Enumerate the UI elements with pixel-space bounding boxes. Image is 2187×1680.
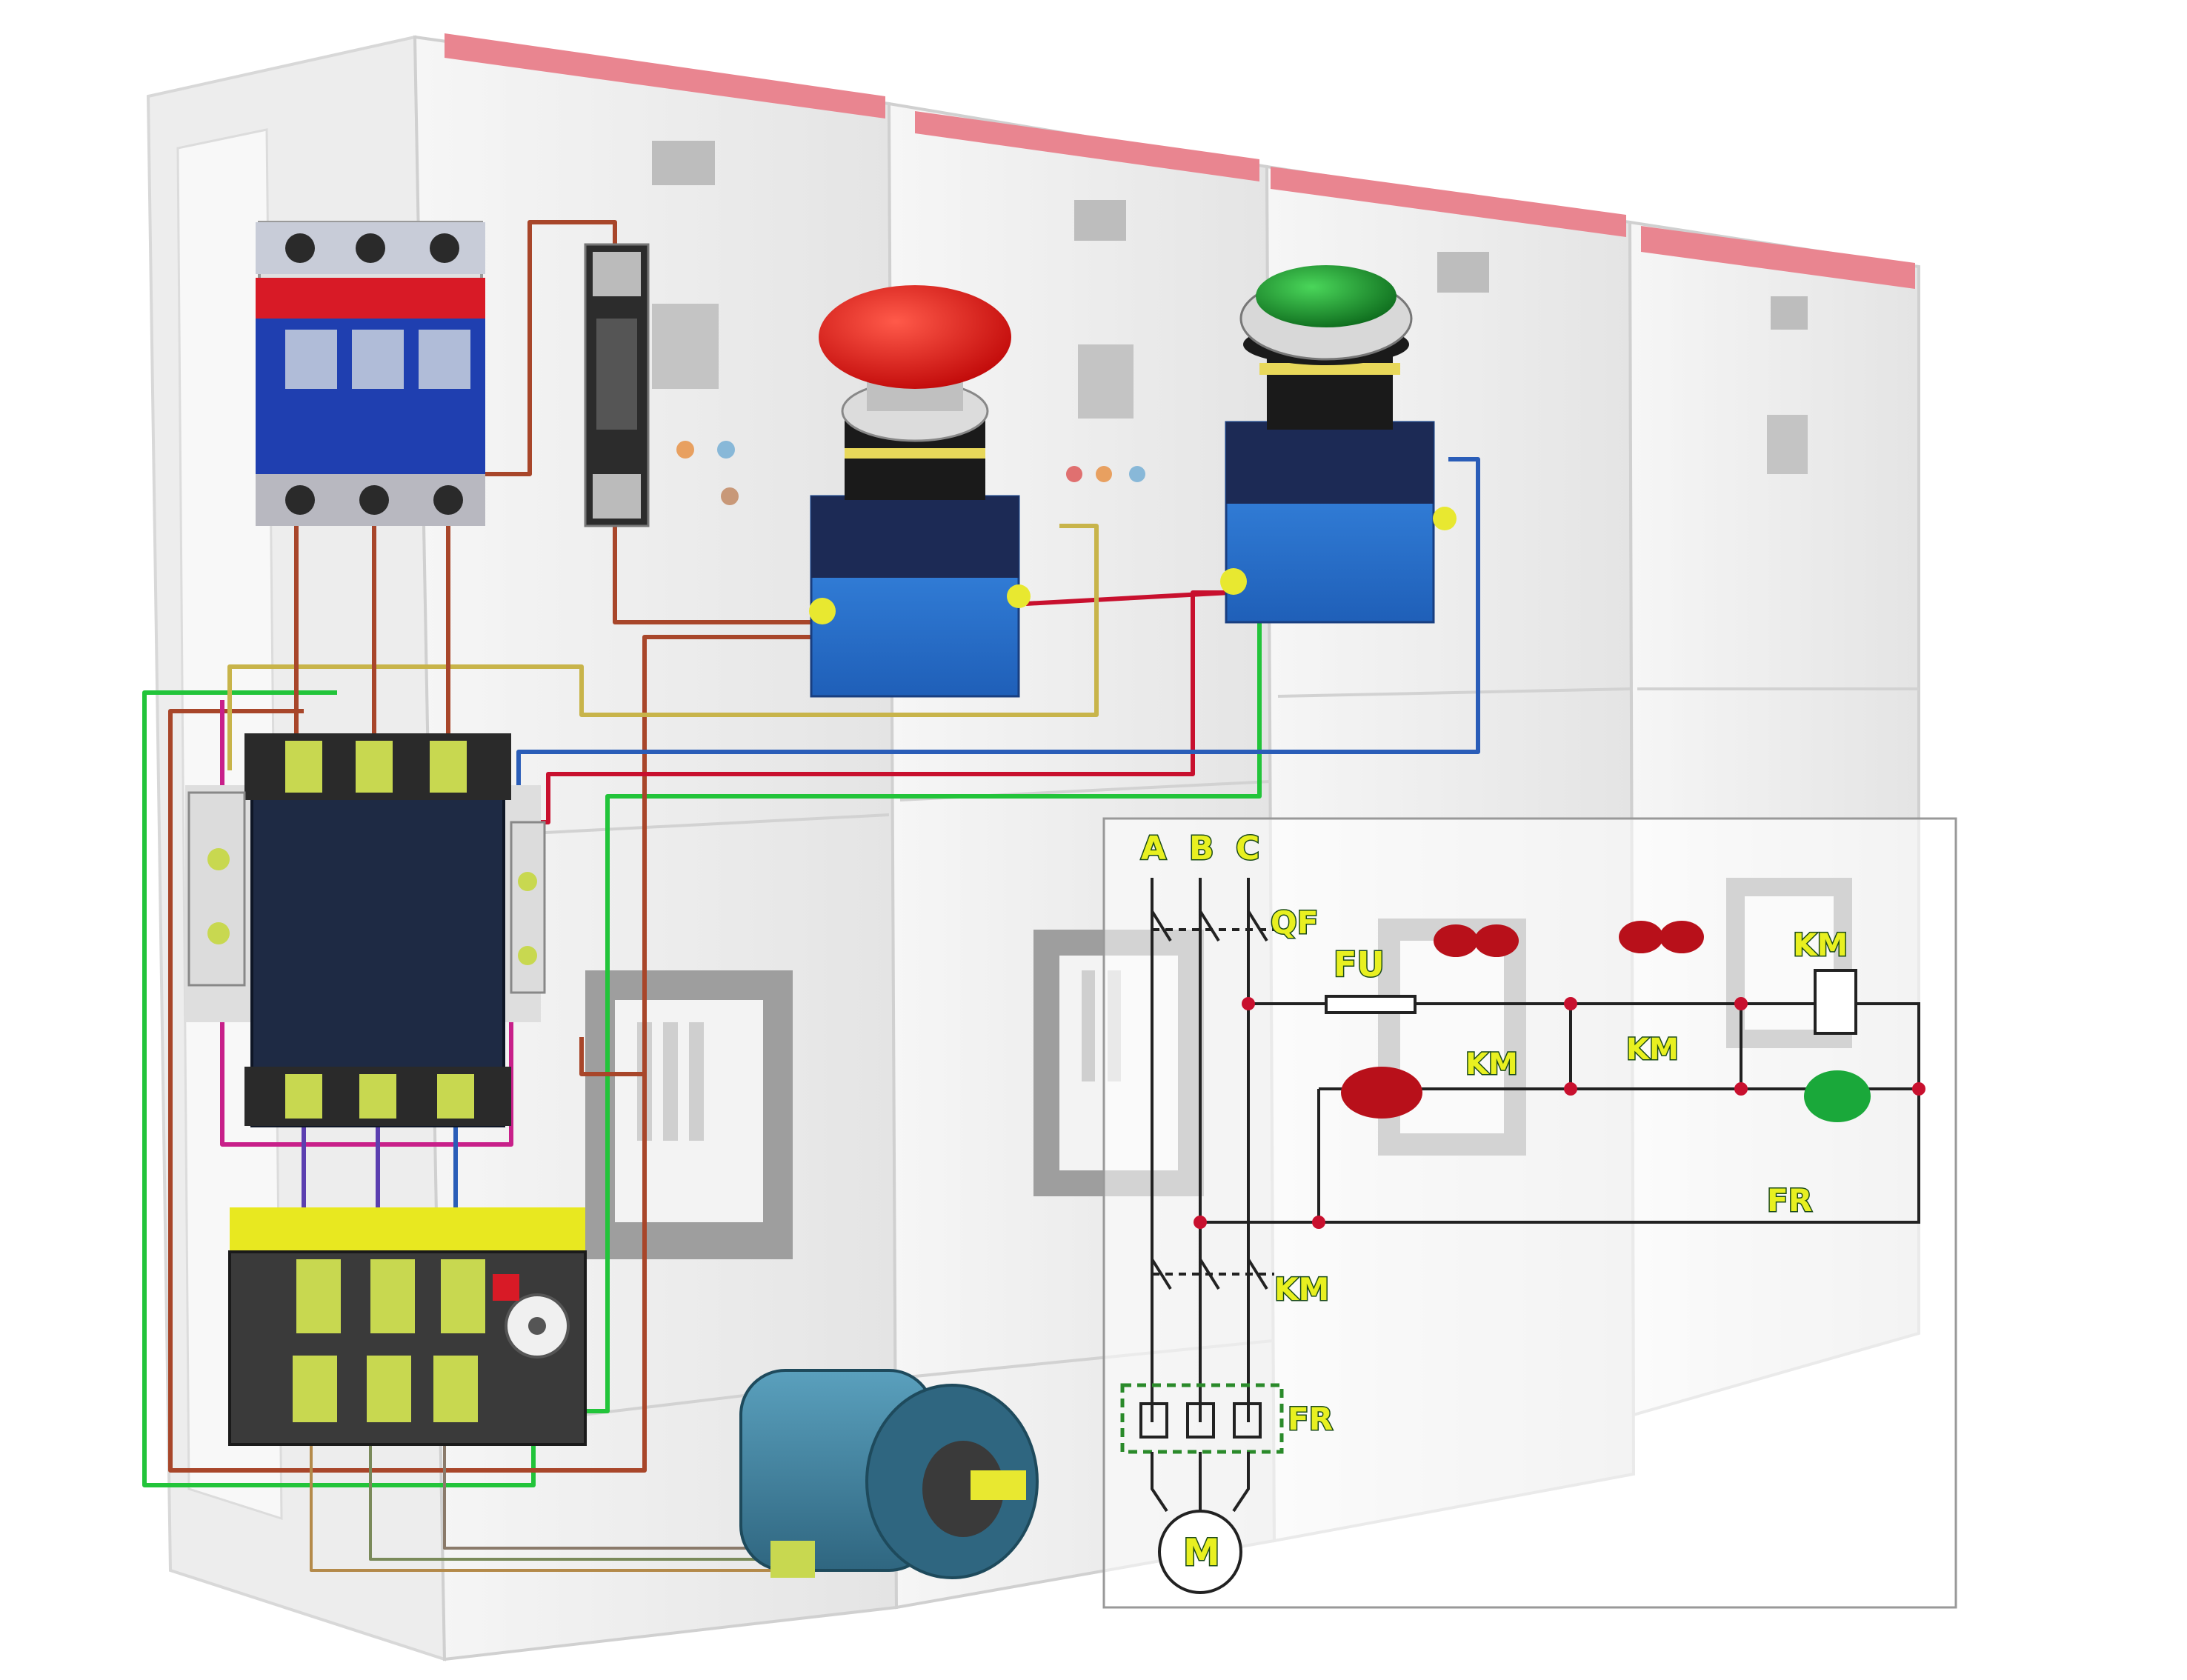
wire-red-breaker-fuse [456, 220, 617, 476]
label-overload-contact: FR [1767, 1182, 1812, 1219]
label-breaker: QF [1271, 904, 1318, 941]
circuit-breaker [256, 221, 485, 526]
electric-motor-icon [739, 1369, 1039, 1579]
meter-panel-1 [585, 970, 793, 1259]
label-contactor-main: KM [1274, 1271, 1329, 1307]
schematic-labels: A B C QF FU KM KM KM FR KM FR M [1140, 829, 1849, 1576]
wire-yellow [227, 524, 1099, 770]
cabinet-trim-1 [445, 33, 885, 119]
schematic-motor-symbol [1158, 1510, 1242, 1594]
label-contactor-hold: KM [1465, 1047, 1518, 1081]
label-phase-c: C [1236, 830, 1259, 867]
cabinet-trim-4 [1641, 226, 1915, 289]
label-phase-a: A [1141, 830, 1166, 867]
green-start-button-icon [1256, 265, 1397, 327]
label-motor: M [1183, 1531, 1220, 1574]
contactor [185, 733, 546, 1127]
schematic-frame [1102, 817, 1957, 1609]
schematic-start-icon [1341, 1067, 1871, 1122]
wire-red-outer [168, 667, 647, 1473]
schematic [1102, 817, 1957, 1609]
label-fuse: FU [1334, 944, 1385, 984]
label-contactor-aux: KM [1626, 1033, 1679, 1067]
stop-button [809, 285, 1031, 698]
cabinet-trim-2 [915, 111, 1259, 181]
cabinet-trim-3 [1271, 167, 1626, 237]
label-phase-b: B [1189, 830, 1214, 867]
fuse-holder [584, 243, 650, 527]
start-button [1220, 265, 1457, 624]
wire-red-stop-contactor [579, 635, 822, 1076]
label-overload-relay: FR [1288, 1401, 1333, 1437]
label-contactor-coil: KM [1793, 927, 1848, 963]
wire-blue [516, 457, 1480, 841]
schematic-stop-icon [1434, 921, 1704, 957]
thermal-overload-relay [228, 1207, 587, 1446]
red-mushroom-stop-button-icon [819, 285, 1011, 389]
